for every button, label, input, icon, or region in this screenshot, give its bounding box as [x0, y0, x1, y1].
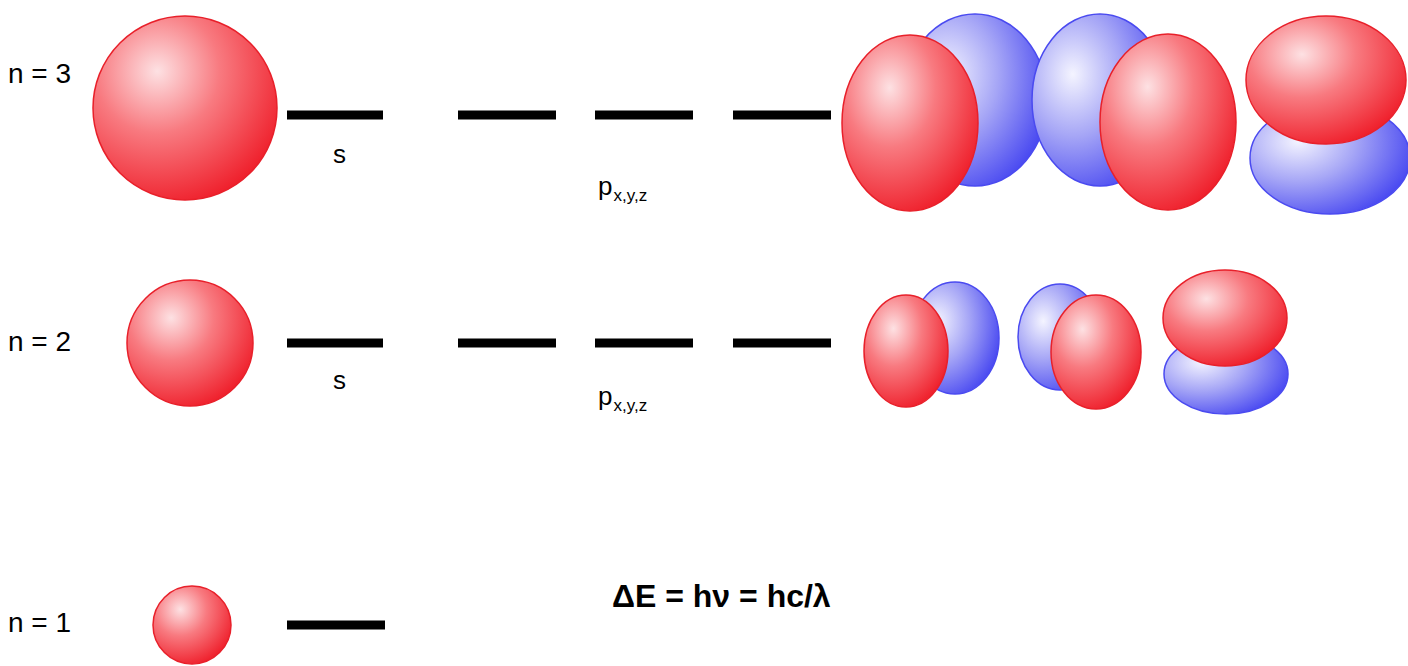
level-label: n = 1 [8, 607, 71, 639]
energy-levels [287, 115, 831, 625]
level-label: n = 2 [8, 326, 71, 358]
p-orbitals-n3 [842, 14, 1408, 214]
orbital-label: s [333, 366, 346, 396]
s-orbital [93, 16, 277, 200]
orbital-subscript: x,y,z [613, 186, 647, 206]
orbital-label: p [598, 172, 612, 202]
energy-formula: ΔE = hν = hc/λ [612, 578, 831, 615]
p-orbitals-n2 [864, 270, 1288, 414]
orbital-label: p [598, 382, 612, 412]
s-orbital [127, 280, 253, 406]
orbital-label: s [333, 140, 346, 170]
orbital-subscript: x,y,z [613, 396, 647, 416]
s-orbital [153, 586, 231, 664]
level-label: n = 3 [8, 58, 71, 90]
